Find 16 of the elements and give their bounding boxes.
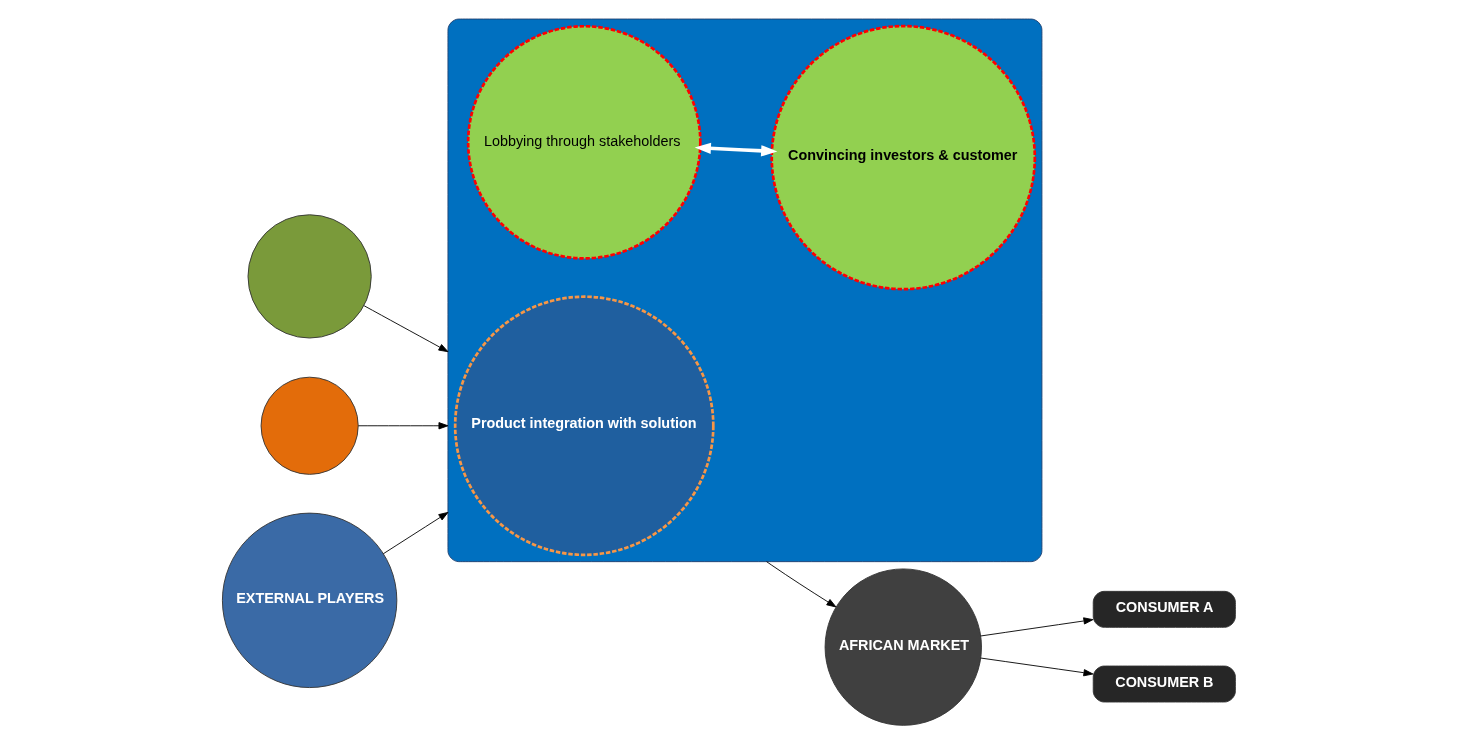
node-circle <box>260 376 359 475</box>
arrow <box>979 657 1093 677</box>
arrow <box>979 617 1093 637</box>
arrow <box>363 305 448 353</box>
node-circle: Convincing investors & customer <box>769 24 1036 291</box>
arrow <box>357 422 448 430</box>
arrow <box>694 142 777 157</box>
arrow <box>765 561 836 608</box>
cluster <box>447 18 1042 563</box>
node-box: CONSUMER B <box>1092 665 1236 703</box>
node-circle: Lobbying through stakeholders <box>466 24 702 260</box>
node-circle: Product integration with solution <box>453 295 715 557</box>
node-circle <box>247 214 372 339</box>
node-box: CONSUMER A <box>1092 590 1236 628</box>
arrow <box>382 511 448 555</box>
node-circle: EXTERNAL PLAYERS <box>221 512 397 688</box>
